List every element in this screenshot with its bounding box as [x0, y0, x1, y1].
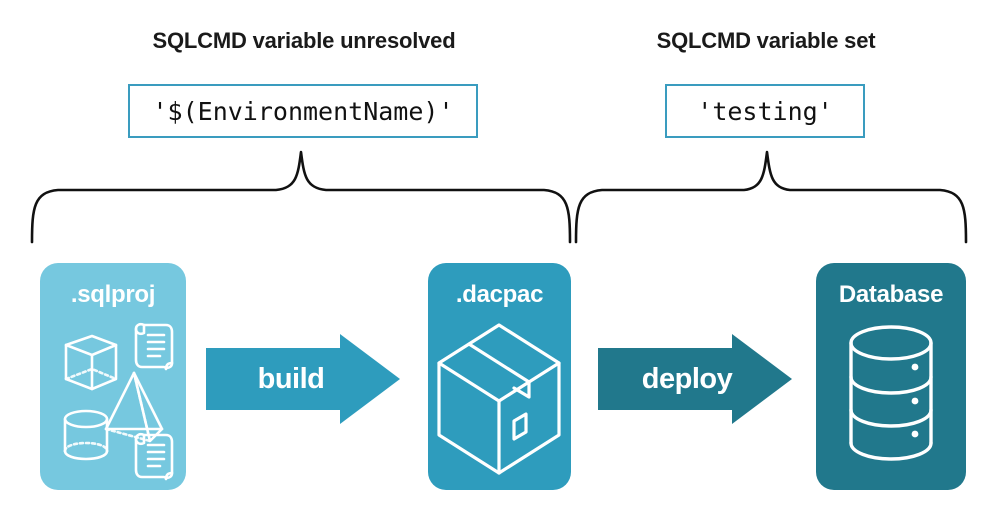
- project-shapes-icon: [63, 322, 174, 481]
- stage-dacpac-label: .dacpac: [455, 281, 544, 308]
- arrow-deploy-label: deploy: [641, 363, 733, 395]
- arrow-deploy: [598, 334, 792, 424]
- database-cylinder-icon: [849, 325, 933, 461]
- brace-right: [574, 150, 968, 244]
- stage-sqlproj: .sqlproj: [40, 263, 186, 490]
- header-sqlcmd-set: SQLCMD variable set: [656, 28, 876, 53]
- code-box-environment-name: '$(EnvironmentName)': [128, 84, 478, 138]
- header-sqlcmd-unresolved: SQLCMD variable unresolved: [152, 28, 456, 53]
- package-box-icon: [437, 323, 561, 475]
- brace-left: [30, 150, 572, 244]
- stage-database-label: Database: [838, 281, 944, 308]
- stage-sqlproj-label: .sqlproj: [70, 281, 156, 308]
- code-box-testing: 'testing': [665, 84, 865, 138]
- stage-database: Database: [816, 263, 966, 490]
- arrow-build: [206, 334, 400, 424]
- stage-dacpac: .dacpac: [428, 263, 571, 490]
- arrow-build-label: build: [257, 363, 325, 395]
